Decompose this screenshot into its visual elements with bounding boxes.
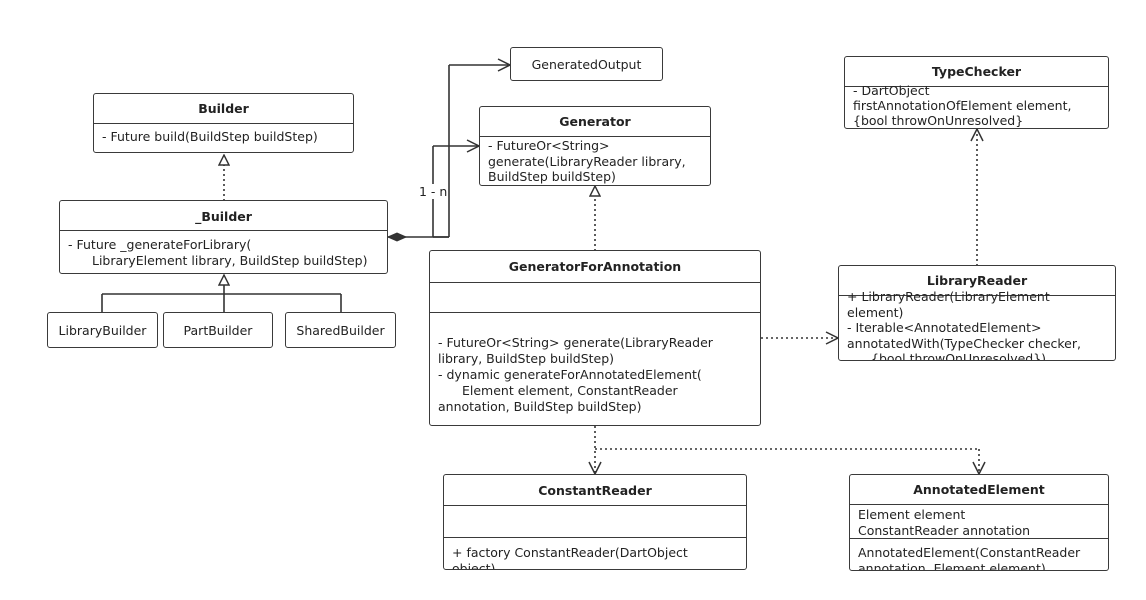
method-line: - Future build(BuildStep buildStep)	[102, 129, 318, 144]
class-methods: - Future _generateForLibrary( LibraryEle…	[60, 231, 387, 273]
class-generated-output[interactable]: GeneratedOutput	[510, 47, 663, 81]
method-line: + factory ConstantReader(DartObject	[452, 545, 688, 560]
field-line: ConstantReader annotation	[858, 522, 1031, 538]
method-line: element)	[847, 304, 904, 320]
method-line: - FutureOr<String> generate(LibraryReade…	[438, 335, 713, 350]
class-fields	[430, 283, 760, 313]
class-methods: - FutureOr<String> generate(LibraryReade…	[430, 313, 760, 423]
class-underscore-builder[interactable]: _Builder - Future _generateForLibrary( L…	[59, 200, 388, 274]
class-name: TypeChecker	[845, 57, 1108, 87]
method-line: LibraryElement library, BuildStep buildS…	[92, 253, 368, 268]
class-annotated-element[interactable]: AnnotatedElement Element element Constan…	[849, 474, 1109, 571]
class-name: AnnotatedElement	[850, 475, 1108, 505]
class-generator-for-annotation[interactable]: GeneratorForAnnotation - FutureOr<String…	[429, 250, 761, 426]
class-name: _Builder	[60, 201, 387, 231]
class-methods: AnnotatedElement(ConstantReader annotati…	[850, 539, 1108, 570]
method-line: {bool throwOnUnresolved})	[871, 351, 1047, 361]
class-name: Generator	[480, 107, 710, 137]
class-fields	[444, 506, 746, 538]
class-methods: - FutureOr<String> generate(LibraryReade…	[480, 137, 710, 185]
class-constant-reader[interactable]: ConstantReader + factory ConstantReader(…	[443, 474, 747, 570]
class-builder[interactable]: Builder - Future build(BuildStep buildSt…	[93, 93, 354, 153]
class-part-builder[interactable]: PartBuilder	[163, 312, 273, 348]
class-methods: + factory ConstantReader(DartObject obje…	[444, 538, 746, 569]
class-methods: + LibraryReader(LibraryElement element) …	[839, 289, 1115, 360]
method-line: annotation, Element element)	[858, 560, 1046, 571]
field-line: Element element	[858, 507, 966, 522]
dependency-reader-lines	[595, 426, 979, 474]
class-shared-builder[interactable]: SharedBuilder	[285, 312, 396, 348]
method-line: library, BuildStep buildStep)	[438, 351, 615, 366]
method-line: - DartObject	[853, 83, 930, 98]
class-type-checker[interactable]: TypeChecker - DartObject firstAnnotation…	[844, 56, 1109, 129]
class-library-reader[interactable]: LibraryReader + LibraryReader(LibraryEle…	[838, 265, 1116, 361]
class-library-builder[interactable]: LibraryBuilder	[47, 312, 158, 348]
method-line: - FutureOr<String>	[488, 138, 610, 153]
class-methods: - Future build(BuildStep buildStep)	[94, 124, 353, 152]
method-line: BuildStep buildStep)	[488, 169, 616, 184]
method-line: firstAnnotationOfElement element,	[853, 98, 1072, 113]
method-line: generate(LibraryReader library,	[488, 153, 686, 169]
method-line: - dynamic generateForAnnotatedElement(	[438, 367, 702, 382]
class-name: ConstantReader	[444, 475, 746, 506]
class-name: Builder	[94, 94, 353, 124]
method-line: annotatedWith(TypeChecker checker,	[847, 335, 1081, 351]
method-line: - Future _generateForLibrary(	[68, 237, 252, 252]
class-fields: Element element ConstantReader annotatio…	[850, 505, 1108, 539]
class-name: GeneratorForAnnotation	[430, 251, 760, 283]
method-line: {bool throwOnUnresolved}	[853, 113, 1024, 128]
method-line: object)	[452, 560, 496, 570]
method-line: Element element, ConstantReader	[462, 383, 678, 398]
class-name: LibraryReader	[839, 266, 1115, 296]
class-methods: - DartObject firstAnnotationOfElement el…	[845, 83, 1108, 128]
multiplicity-label: 1 - n	[418, 184, 449, 199]
method-line: - Iterable<AnnotatedElement>	[847, 320, 1042, 335]
builder-inheritance-lines	[101, 275, 342, 313]
method-line: + LibraryReader(LibraryElement	[847, 289, 1050, 304]
method-line: annotation, BuildStep buildStep)	[438, 399, 642, 414]
class-generator[interactable]: Generator - FutureOr<String> generate(Li…	[479, 106, 711, 186]
method-line: AnnotatedElement(ConstantReader	[858, 545, 1081, 560]
